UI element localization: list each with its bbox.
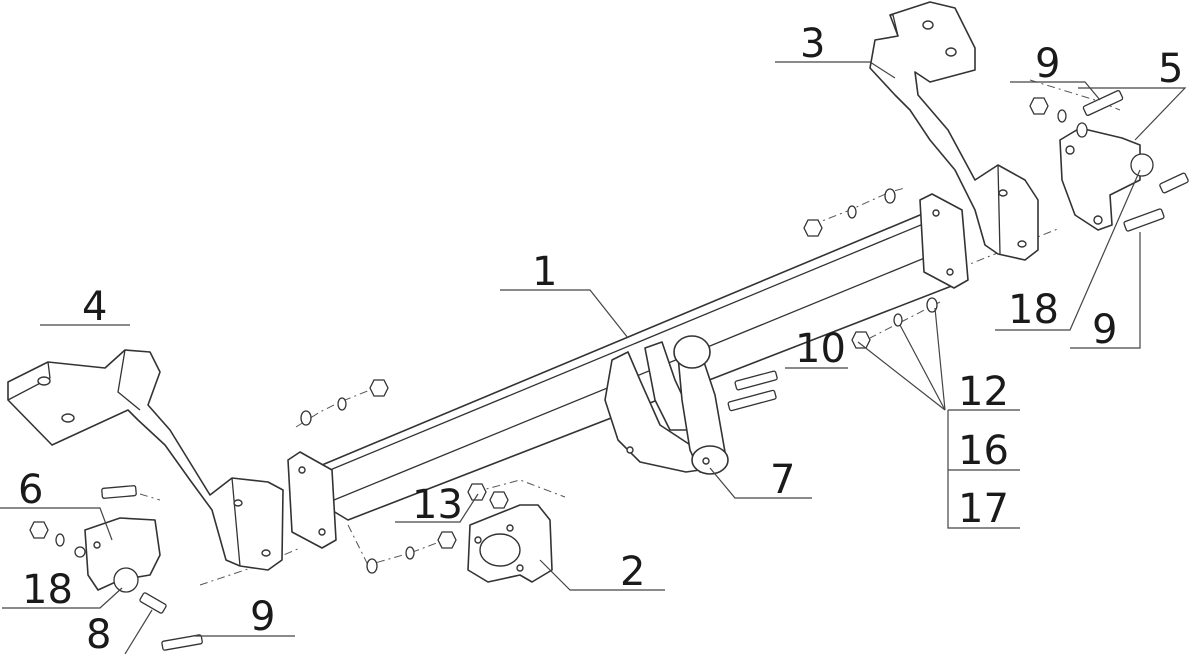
socket-opening <box>479 533 521 567</box>
left-mounting-bracket <box>7 349 284 571</box>
plate-hole <box>318 528 326 536</box>
bracket-hole <box>61 413 75 423</box>
bracket-hole <box>998 189 1008 197</box>
left-side-plate <box>74 517 161 593</box>
right-mounting-bracket <box>869 1 1039 261</box>
nut <box>489 491 509 509</box>
bolt <box>101 485 137 499</box>
nut <box>437 531 457 549</box>
washer <box>1057 109 1067 123</box>
bracket-hole <box>922 20 934 30</box>
callout-13: 13 <box>412 482 463 528</box>
washer <box>337 397 347 411</box>
callout-12: 12 <box>958 369 1009 415</box>
callout-7: 7 <box>770 457 795 503</box>
socket-hole <box>474 536 482 544</box>
washer <box>893 313 903 327</box>
washer <box>884 188 896 204</box>
side-plate-hole <box>93 541 101 549</box>
bolt <box>1159 172 1189 194</box>
callout-18-left: 18 <box>22 567 73 613</box>
mount-hole <box>702 457 710 465</box>
callout-10: 10 <box>795 326 846 372</box>
bracket-hole <box>945 47 957 57</box>
callout-18-right: 18 <box>1008 287 1059 333</box>
nut <box>851 331 871 349</box>
nut <box>369 379 389 397</box>
bracket-hole <box>261 549 271 557</box>
nut <box>1029 97 1049 115</box>
tow-ball-mount <box>604 335 729 475</box>
callout-16: 16 <box>958 428 1009 474</box>
callout-1: 1 <box>532 249 557 295</box>
washer <box>1076 122 1088 138</box>
washer <box>300 410 312 426</box>
washer-18-left <box>113 567 139 593</box>
socket-plate <box>467 504 553 583</box>
bracket-hole <box>233 499 243 507</box>
bolt <box>734 370 778 391</box>
beam-end-plate-left <box>287 451 337 549</box>
nut <box>467 483 487 501</box>
bracket-hole <box>1017 240 1027 248</box>
bracket-hole <box>37 376 51 386</box>
washer <box>405 546 415 560</box>
fasteners <box>29 90 1189 651</box>
plate-hole <box>298 466 306 474</box>
callout-labels: 1 2 3 4 5 6 7 8 9 9 9 10 12 13 16 17 18 … <box>18 21 1183 658</box>
callout-9-right: 9 <box>1092 307 1117 353</box>
side-plate-hole <box>1065 145 1075 155</box>
callout-6: 6 <box>18 467 43 513</box>
washer <box>366 558 378 574</box>
bolt <box>727 389 777 412</box>
leader-lines <box>0 61 1187 655</box>
callout-3: 3 <box>800 21 825 67</box>
socket-hole <box>506 524 514 532</box>
bolt <box>161 634 203 651</box>
plate-hole <box>932 209 940 217</box>
callout-5: 5 <box>1158 46 1183 92</box>
callout-9-left: 9 <box>250 594 275 640</box>
tow-ball <box>673 335 711 369</box>
cross-beam <box>287 193 969 549</box>
washer <box>847 205 857 219</box>
callout-4: 4 <box>82 284 107 330</box>
socket-hole <box>516 564 524 572</box>
bolt <box>1123 208 1165 232</box>
right-side-plate <box>1059 127 1154 231</box>
nut <box>803 219 823 237</box>
mount-hole <box>626 446 634 454</box>
bolt <box>1082 90 1124 116</box>
ball-mount-flange <box>691 445 729 475</box>
callout-17: 17 <box>958 486 1009 532</box>
nut <box>29 521 49 539</box>
bolt <box>139 592 167 614</box>
callout-2: 2 <box>620 549 645 595</box>
washer <box>55 533 65 547</box>
side-plate-hole <box>1093 215 1103 225</box>
plate-hole <box>946 268 954 276</box>
washer <box>74 546 86 558</box>
callout-9-top-right: 9 <box>1035 41 1060 87</box>
beam-end-plate-right <box>919 193 969 289</box>
callout-8: 8 <box>86 612 111 654</box>
washer-18-right <box>1130 153 1154 177</box>
